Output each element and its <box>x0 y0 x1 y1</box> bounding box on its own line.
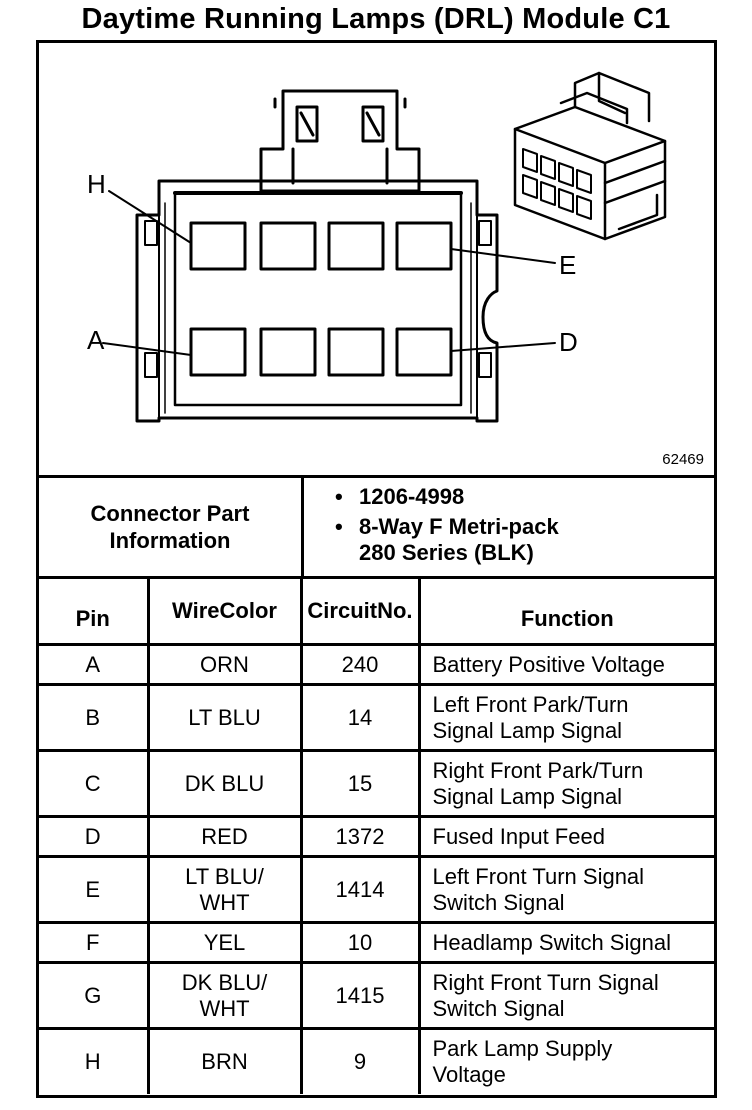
pin-cell: H <box>39 1027 150 1094</box>
callout-label-h: H <box>87 169 106 199</box>
table-row: E LT BLU/WHT 1414 Left Front Turn Signal… <box>39 855 714 924</box>
function-cell: Battery Positive Voltage <box>417 643 714 686</box>
pin-cell: F <box>39 921 150 964</box>
circuit-cell: 10 <box>299 921 421 964</box>
callout-label-d: D <box>559 327 578 357</box>
function-cell: Headlamp Switch Signal <box>417 921 714 964</box>
wire-color-cell: DK BLU/WHT <box>146 961 303 1030</box>
circuit-cell: 1415 <box>299 961 421 1030</box>
wire-color-cell: ORN <box>146 643 303 686</box>
table-row: G DK BLU/WHT 1415 Right Front Turn Signa… <box>39 961 714 1030</box>
pin-table-header: Pin WireColor CircuitNo. Function <box>39 579 714 646</box>
connector-isometric-view <box>513 71 667 241</box>
connector-diagram: H E A D 62469 <box>39 43 714 478</box>
circuit-cell: 9 <box>299 1027 421 1094</box>
connector-part-information: Connector Part Information • 1206-4998 •… <box>39 478 714 579</box>
callout-leaders <box>102 190 556 356</box>
wire-color-cell: RED <box>146 815 303 858</box>
connector-sheet: H E A D 62469 Connector Part Information… <box>36 40 717 1098</box>
wire-color-cell: YEL <box>146 921 303 964</box>
connector-face-drawing: H E A D <box>87 71 667 423</box>
part-info-heading: Connector Part Information <box>39 478 304 576</box>
page-title: Daytime Running Lamps (DRL) Module C1 <box>81 3 671 35</box>
bullet-icon: • <box>335 484 343 509</box>
connector-latch <box>259 89 421 193</box>
pin-cell: D <box>39 815 150 858</box>
circuit-cell: 15 <box>299 749 421 818</box>
header-wire-color: WireColor <box>146 579 303 646</box>
part-number: 1206-4998 <box>359 484 465 509</box>
header-function: Function <box>417 579 714 646</box>
circuit-cell: 14 <box>299 683 421 752</box>
callout-label-a: A <box>87 325 105 355</box>
wire-color-cell: DK BLU <box>146 749 303 818</box>
connector-body <box>135 179 499 423</box>
circuit-cell: 1372 <box>299 815 421 858</box>
bullet-icon: • <box>335 514 343 539</box>
pin-cell: C <box>39 749 150 818</box>
pin-cell: G <box>39 961 150 1030</box>
function-cell: Fused Input Feed <box>417 815 714 858</box>
header-pin: Pin <box>39 579 150 646</box>
table-row: A ORN 240 Battery Positive Voltage <box>39 643 714 686</box>
pin-cell: B <box>39 683 150 752</box>
callout-label-e: E <box>559 250 576 280</box>
connector-type-line: 280 Series (BLK) <box>359 540 534 565</box>
pin-cell: A <box>39 643 150 686</box>
wire-color-cell: LT BLU <box>146 683 303 752</box>
figure-number: 62469 <box>662 451 704 468</box>
wire-color-cell: BRN <box>146 1027 303 1094</box>
circuit-cell: 240 <box>299 643 421 686</box>
connector-type-item: • 8-Way F Metri-pack 280 Series (BLK) <box>331 514 559 566</box>
header-circuit-no: CircuitNo. <box>299 579 421 646</box>
pin-cavities <box>189 221 453 377</box>
table-row: D RED 1372 Fused Input Feed <box>39 815 714 858</box>
table-row: F YEL 10 Headlamp Switch Signal <box>39 921 714 964</box>
circuit-cell: 1414 <box>299 855 421 924</box>
part-info-heading-line: Information <box>109 528 231 553</box>
part-info-heading-line: Connector Part <box>90 501 250 526</box>
pin-cell: E <box>39 855 150 924</box>
connector-type-line: 8-Way F Metri-pack <box>359 514 559 539</box>
part-info-list: • 1206-4998 • 8-Way F Metri-pack 280 Ser… <box>331 484 559 570</box>
part-number-item: • 1206-4998 <box>331 484 559 510</box>
pin-table: Pin WireColor CircuitNo. Function A ORN … <box>39 579 714 1094</box>
wire-color-cell: LT BLU/WHT <box>146 855 303 924</box>
